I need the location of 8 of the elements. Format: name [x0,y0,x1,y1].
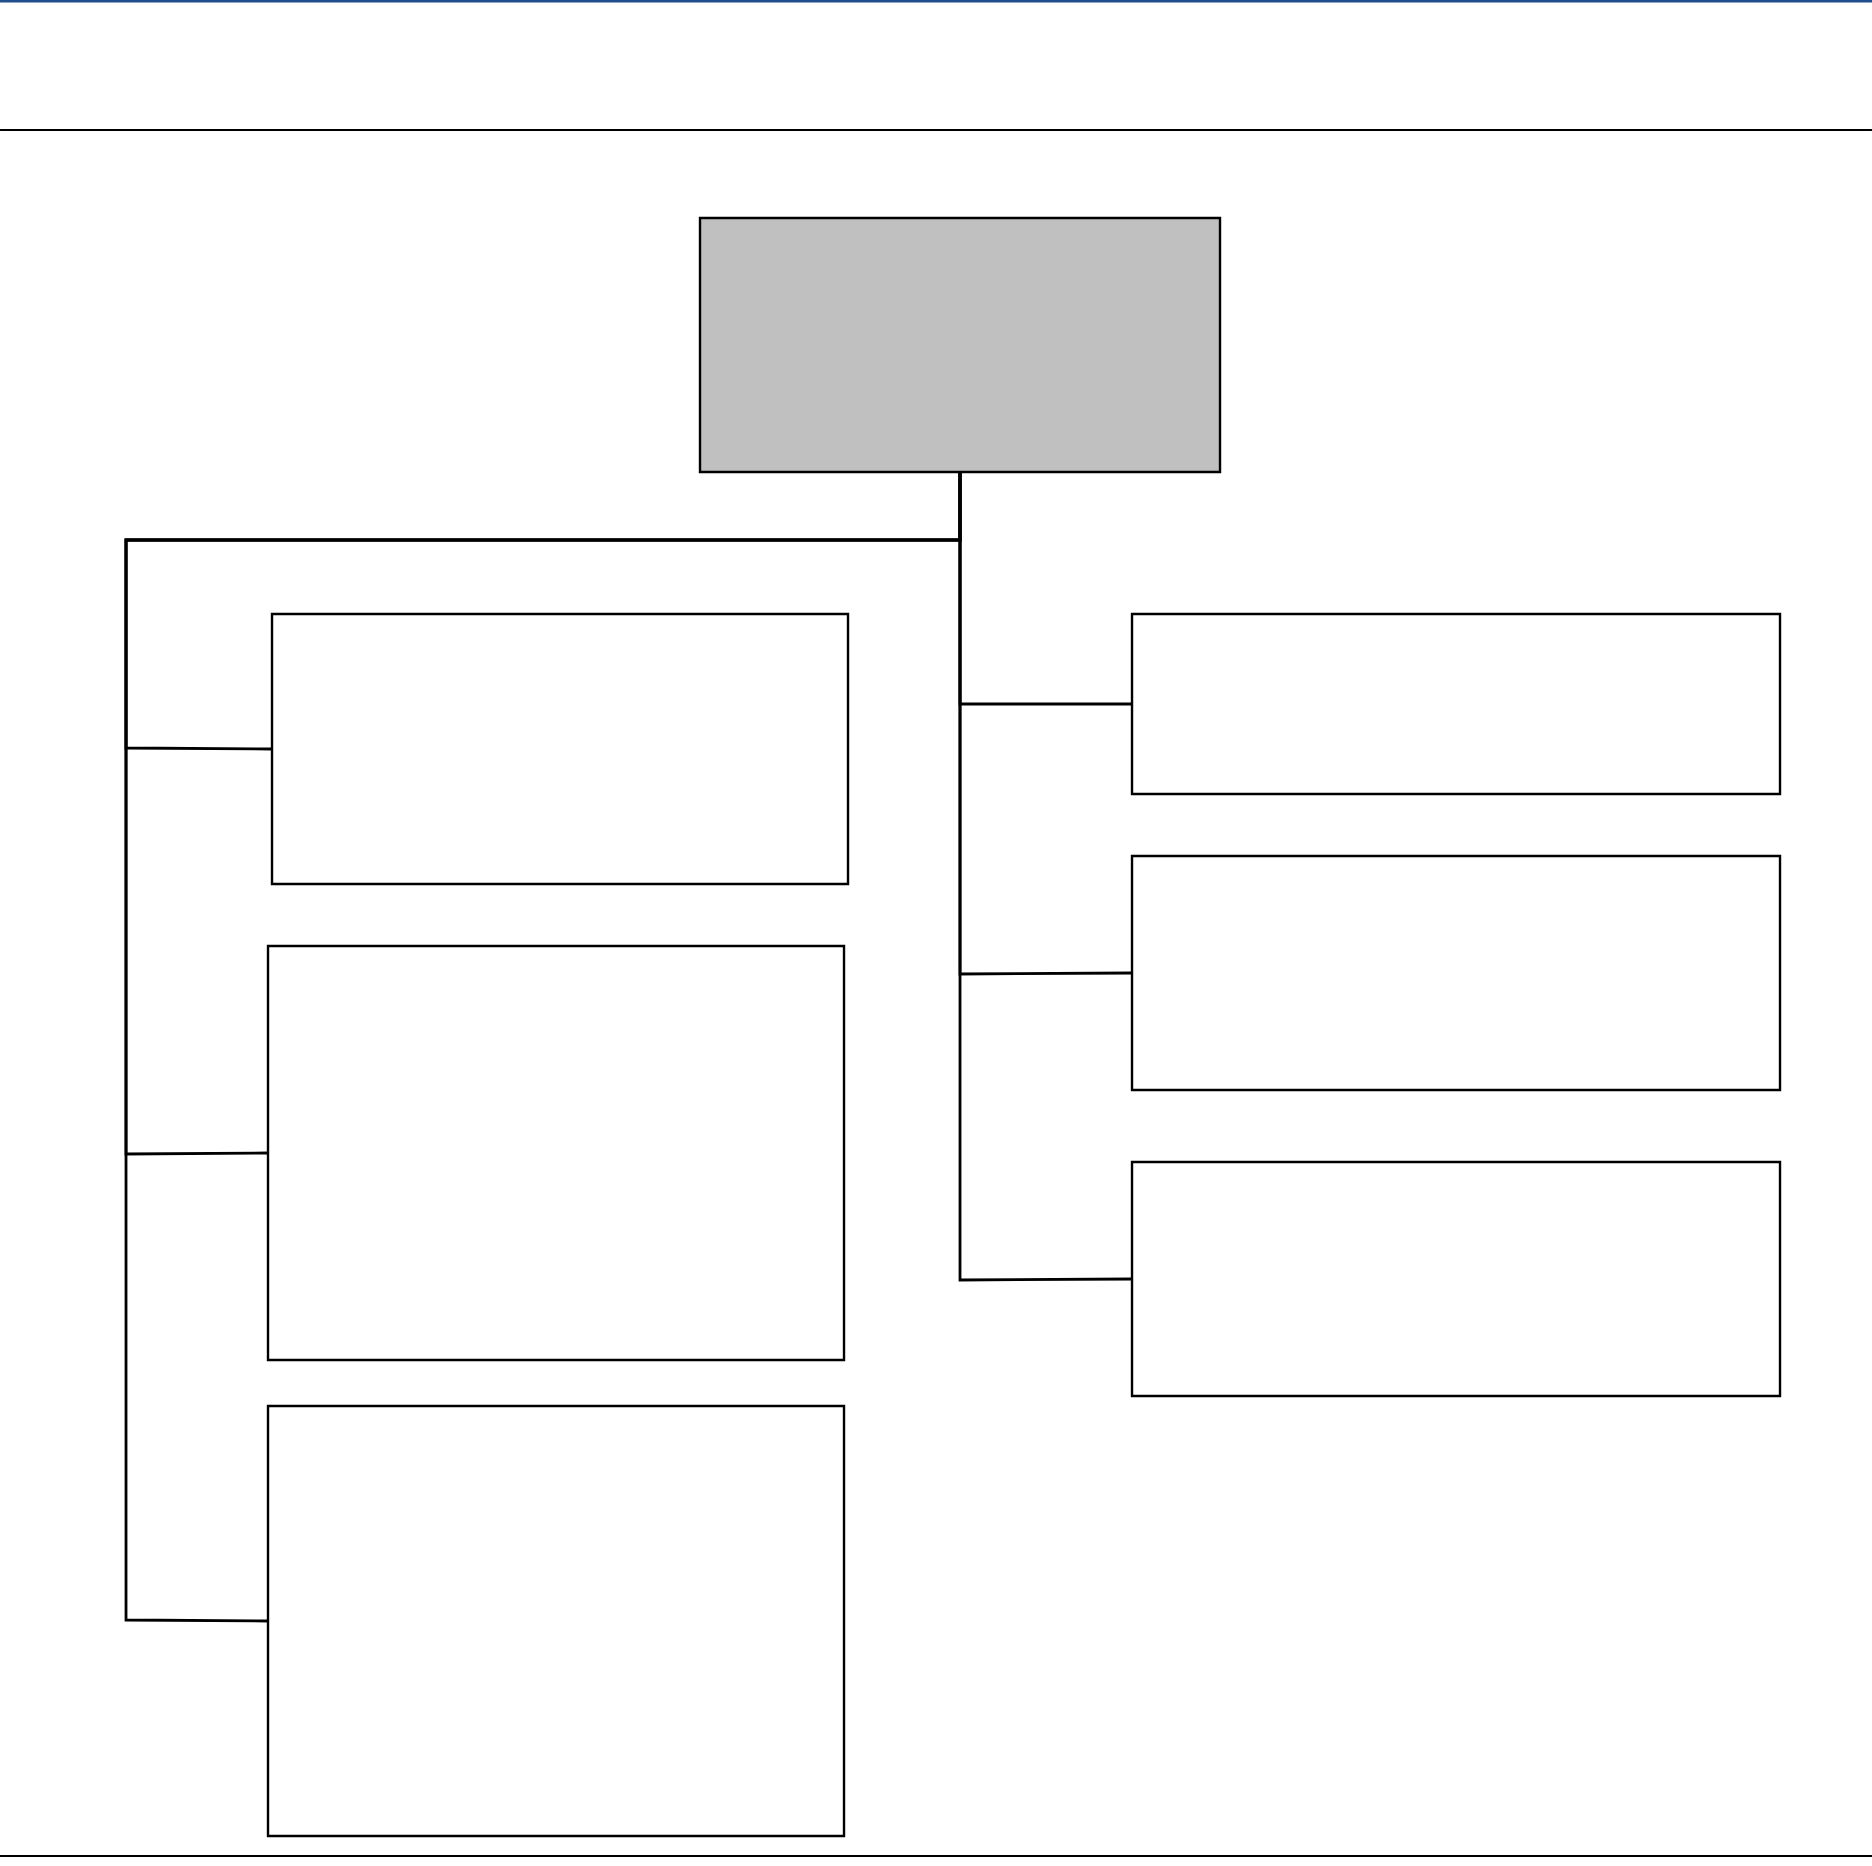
org-box [266,944,846,1362]
connector-line [958,472,1133,1282]
org-box [698,216,1222,474]
org-box [266,1404,846,1838]
org-box [270,612,850,886]
org-box [1130,612,1782,796]
org-box [1130,854,1782,1092]
org-box [1130,1160,1782,1398]
